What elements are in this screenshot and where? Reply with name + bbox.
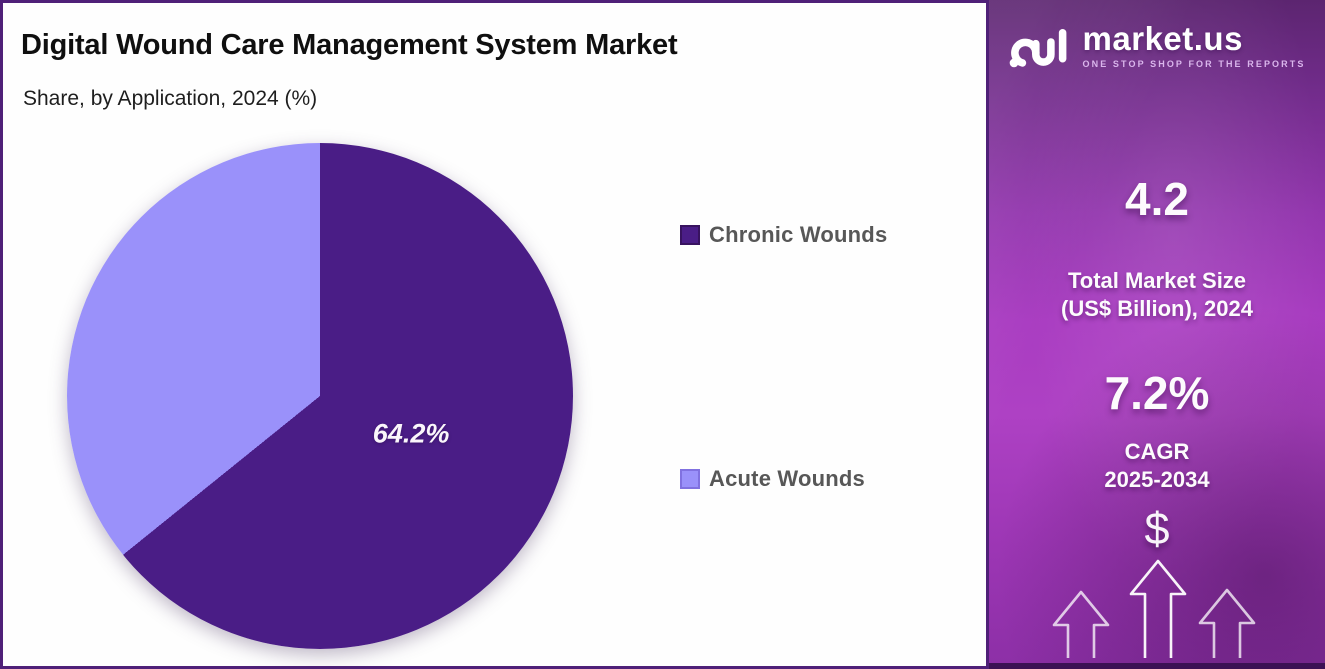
market-size-label: Total Market Size (US$ Billion), 2024 bbox=[989, 267, 1325, 323]
legend-item-chronic-wounds: Chronic Wounds bbox=[680, 222, 887, 248]
legend-swatch-acute-wounds bbox=[680, 469, 700, 489]
pie-data-label: 64.2% bbox=[372, 418, 450, 449]
legend-item-acute-wounds: Acute Wounds bbox=[680, 466, 865, 492]
chart-panel: Digital Wound Care Management System Mar… bbox=[0, 0, 989, 669]
arrow-up-icon bbox=[1051, 588, 1111, 663]
cagr-value: 7.2% bbox=[1104, 367, 1210, 419]
legend-label-chronic-wounds: Chronic Wounds bbox=[709, 222, 888, 247]
arrow-up-icon bbox=[1128, 557, 1188, 663]
marketus-logo-icon bbox=[1009, 22, 1071, 72]
dollar-icon: $ bbox=[1144, 503, 1170, 554]
brand-name: market.us bbox=[1082, 20, 1243, 57]
page-title: Digital Wound Care Management System Mar… bbox=[21, 29, 678, 61]
brand-tagline: ONE STOP SHOP FOR THE REPORTS bbox=[1082, 59, 1306, 69]
market-size-label-line2: (US$ Billion), 2024 bbox=[1061, 296, 1253, 322]
pie-chart-circle bbox=[67, 143, 573, 649]
brand-sidebar: market.us ONE STOP SHOP FOR THE REPORTS … bbox=[989, 0, 1325, 669]
market-size-label-line1: Total Market Size bbox=[1067, 268, 1247, 293]
cagr-label: CAGR bbox=[1124, 439, 1190, 464]
pie-chart: 64.2% bbox=[67, 143, 573, 649]
market-size-value: 4.2 bbox=[1125, 173, 1189, 225]
arrow-up-icon bbox=[1197, 586, 1257, 663]
cagr-period: 2025-2034 bbox=[1104, 467, 1210, 492]
chart-subtitle: Share, by Application, 2024 (%) bbox=[23, 87, 318, 110]
legend-label-acute-wounds: Acute Wounds bbox=[709, 466, 865, 491]
brand-logo: market.us ONE STOP SHOP FOR THE REPORTS bbox=[989, 22, 1325, 72]
legend-swatch-chronic-wounds bbox=[680, 225, 700, 245]
